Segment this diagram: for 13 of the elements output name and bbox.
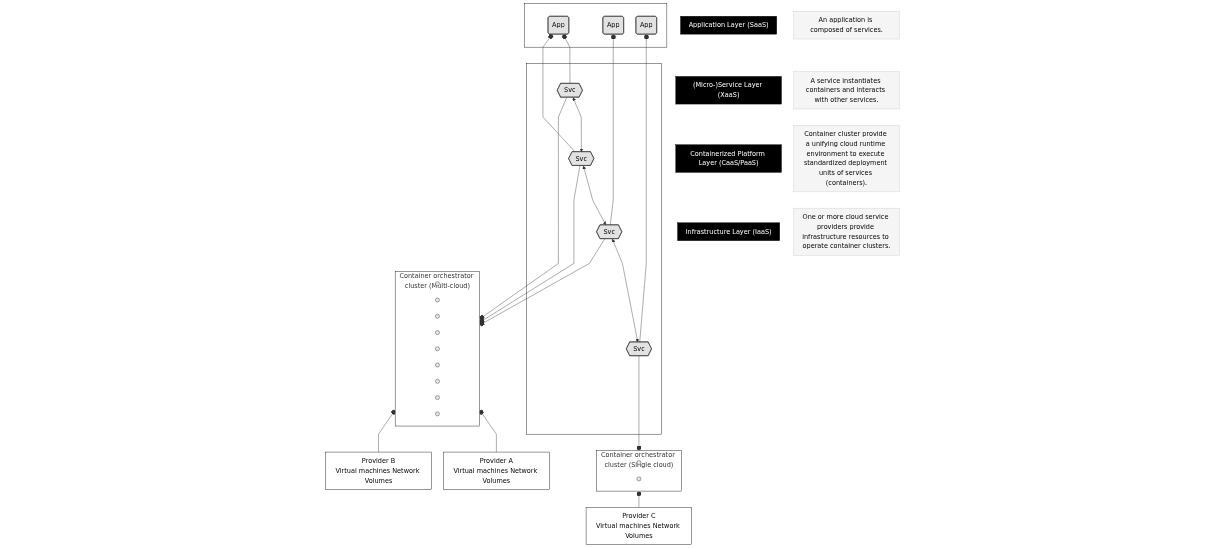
cluster [524, 3, 668, 48]
node-circle [435, 281, 440, 286]
node-circle [435, 362, 440, 368]
node-circle [636, 476, 642, 482]
node-circle [435, 346, 440, 352]
node-circle [435, 314, 440, 319]
node-circle [435, 330, 440, 335]
node-circle [435, 395, 440, 400]
cluster [526, 63, 662, 435]
node-circle [435, 297, 440, 303]
node-circle [435, 411, 440, 417]
node-circle [636, 460, 642, 465]
node-circle [435, 379, 440, 384]
